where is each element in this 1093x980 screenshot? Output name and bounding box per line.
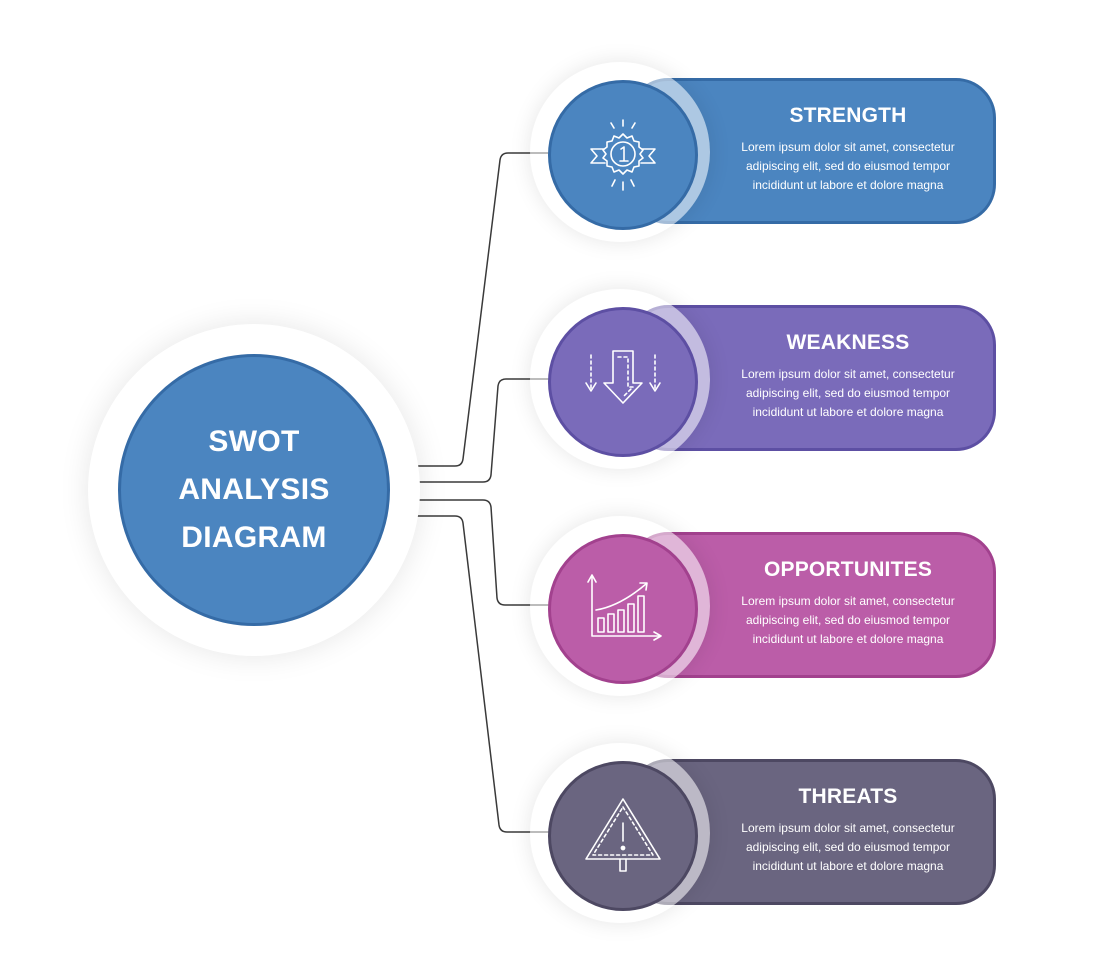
down-arrows-icon [585,350,661,404]
strength-title: STRENGTH [789,104,907,127]
hub-title-line-1: SWOT [208,425,300,458]
threats-description: Lorem ipsum dolor sit amet, consectetur … [741,821,955,873]
swot-item-weakness: WEAKNESS Lorem ipsum dolor sit amet, con… [0,289,1093,469]
strength-description: Lorem ipsum dolor sit amet, consectetur … [741,140,955,192]
swot-item-strength: STRENGTH Lorem ipsum dolor sit amet, con… [0,62,1093,242]
opportunities-description: Lorem ipsum dolor sit amet, consectetur … [741,594,955,646]
swot-item-threats: THREATS Lorem ipsum dolor sit amet, cons… [0,743,1093,923]
swot-hub-circle: SWOT ANALYSIS DIAGRAM [118,354,390,626]
weakness-badge [548,307,698,457]
threats-title: THREATS [798,785,898,808]
weakness-title: WEAKNESS [786,331,910,354]
award-medal-icon [590,119,656,191]
opportunities-title: OPPORTUNITES [763,558,933,581]
swot-item-opportunities: OPPORTUNITES Lorem ipsum dolor sit amet,… [0,516,1093,696]
strength-badge [548,80,698,230]
connector-weakness [388,378,550,483]
connector-threats [388,515,550,833]
connector-opportunities [388,499,550,606]
weakness-description: Lorem ipsum dolor sit amet, consectetur … [741,367,955,419]
hub-title-line-3: DIAGRAM [181,521,327,554]
threats-badge [548,761,698,911]
warning-sign-icon [585,798,661,872]
connector-strength [388,152,550,467]
hub-title-line-2: ANALYSIS [178,473,330,506]
opportunities-badge [548,534,698,684]
growth-chart-icon [587,574,662,641]
